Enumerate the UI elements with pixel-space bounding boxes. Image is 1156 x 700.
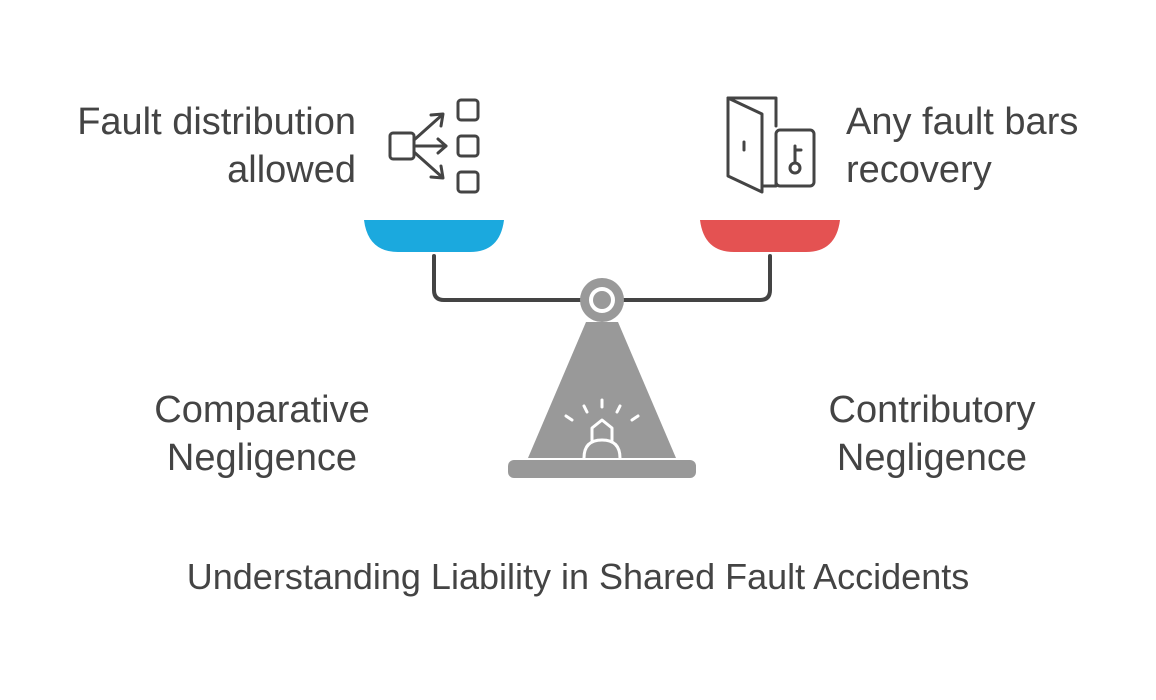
contributory-description-line1: Any fault bars xyxy=(846,101,1079,143)
comparative-heading-line2: Negligence xyxy=(166,437,358,479)
contributory-heading: Contributory Negligence xyxy=(820,386,1044,482)
comparative-heading: Comparative Negligence xyxy=(150,386,374,482)
scale-base xyxy=(508,460,696,478)
contributory-heading-line1: Contributory xyxy=(828,389,1036,431)
diagram-title: Understanding Liability in Shared Fault … xyxy=(186,556,970,597)
distribution-arrows-icon xyxy=(388,98,480,194)
contributory-description: Any fault bars recovery xyxy=(846,98,1078,194)
comparative-heading-line1: Comparative xyxy=(154,389,370,431)
door-key-icon xyxy=(726,96,816,194)
right-pan xyxy=(700,220,840,252)
contributory-description-line2: recovery xyxy=(846,149,992,191)
scale-fulcrum xyxy=(528,322,676,458)
contributory-heading-line2: Negligence xyxy=(836,437,1028,479)
left-pan xyxy=(364,220,504,252)
comparative-description-line1: Fault distribution xyxy=(77,101,356,143)
comparative-description-line2: allowed xyxy=(227,149,356,191)
comparative-description: Fault distribution allowed xyxy=(77,98,356,194)
alarm-light-icon xyxy=(564,398,640,460)
scale-beam xyxy=(432,254,772,302)
